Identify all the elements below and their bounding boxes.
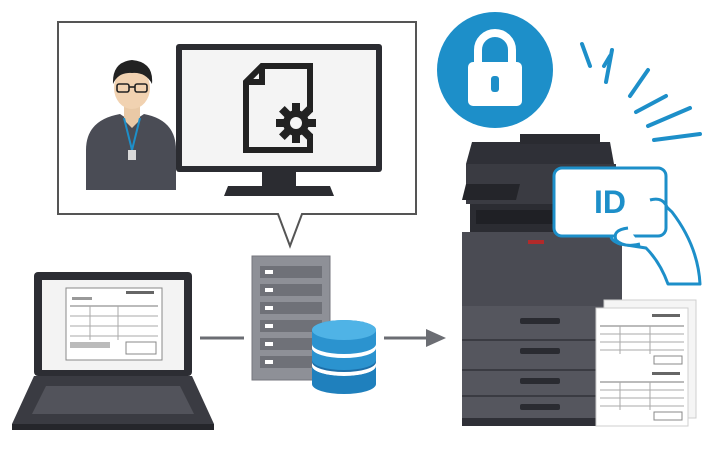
wireless-signal-icon [580,42,702,142]
database-icon [312,320,376,394]
administrator-avatar [86,60,176,190]
laptop-icon [12,272,214,430]
hand-fingers-icon [613,197,670,247]
document-gear-icon [243,63,316,153]
arrow-to-printer [384,329,446,347]
lock-icon [437,12,553,128]
printed-forms-icon [595,299,697,427]
id-card: ID [552,166,668,238]
monitor-icon [176,44,382,196]
id-card-label: ID [594,184,626,220]
